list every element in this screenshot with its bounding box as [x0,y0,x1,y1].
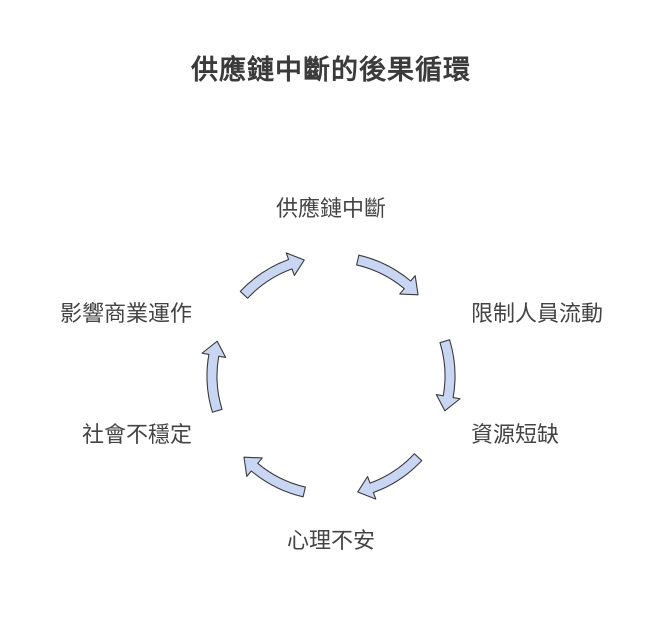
arrow-lower-right [357,453,423,500]
diagram-title: 供應鏈中斷的後果循環 [191,55,471,86]
arrow-bottom [243,456,306,498]
node-supply-chain-disruption: 供應鏈中斷 [275,197,387,222]
node-resource-shortage: 資源短缺 [471,423,560,448]
node-social-instability: 社會不穩定 [81,423,192,448]
arrow-upper-left [239,252,305,299]
node-psychological-unrest: 心理不安 [286,529,376,554]
arrow-lower-left [201,340,227,413]
node-business-impact: 影響商業運作 [59,302,192,327]
node-restricted-movement: 限制人員流動 [471,302,604,327]
arrow-top [356,254,419,296]
arrow-upper-right [435,339,461,412]
